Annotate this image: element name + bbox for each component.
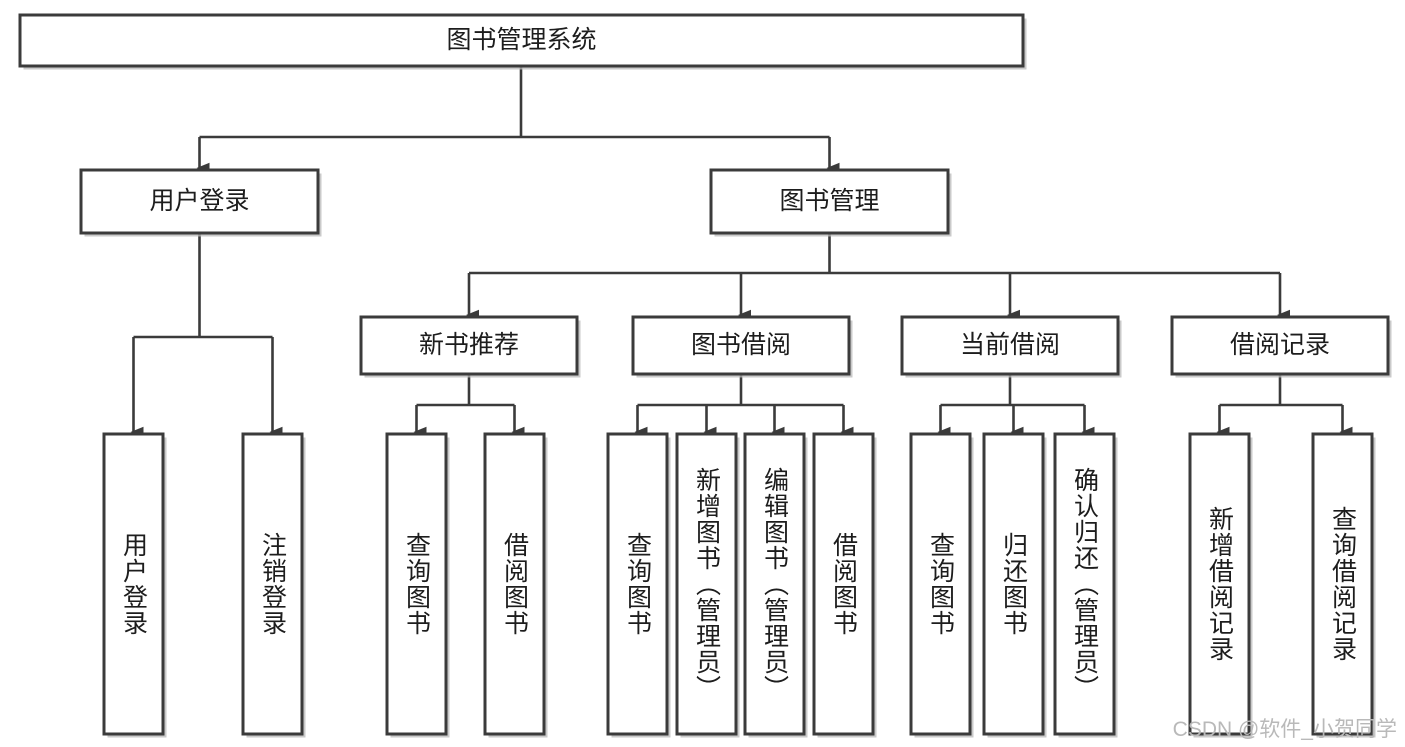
node-box-n-new-book-rec[interactable] (359, 315, 579, 376)
node-box-root[interactable] (18, 13, 1025, 68)
node-box-layer (18, 13, 1392, 738)
node-box-leaf-user-login[interactable] (102, 432, 165, 736)
node-label-n-borrow-record: 借阅记录 (1230, 331, 1330, 359)
node-box-n-user-login[interactable] (79, 168, 320, 235)
node-label-n-current-borrow: 当前借阅 (960, 331, 1060, 359)
connector-layer (130, 66, 1353, 438)
node-box-leaf-query-book-bb[interactable] (606, 432, 669, 736)
node-box-leaf-logout-login[interactable] (241, 432, 304, 736)
node-label-n-user-login: 用户登录 (149, 187, 249, 215)
node-box-leaf-borrow-book-bb[interactable] (812, 432, 875, 736)
node-box-n-current-borrow[interactable] (900, 315, 1120, 376)
node-label-n-book-manage: 图书管理 (779, 187, 879, 215)
node-box-leaf-return-book-cb[interactable] (982, 432, 1045, 736)
node-label-root: 图书管理系统 (446, 26, 596, 54)
node-box-n-book-manage[interactable] (709, 168, 950, 235)
node-box-leaf-query-borrow-rec[interactable] (1311, 432, 1374, 736)
node-box-leaf-query-book-cb[interactable] (909, 432, 972, 736)
node-box-n-book-borrow[interactable] (631, 315, 851, 376)
node-box-leaf-add-borrow-rec[interactable] (1188, 432, 1251, 736)
node-box-leaf-add-book-bb[interactable] (675, 432, 738, 736)
node-box-leaf-query-book-rec[interactable] (385, 432, 448, 736)
node-box-leaf-edit-book-bb[interactable] (743, 432, 806, 736)
node-box-leaf-confirm-return-cb[interactable] (1053, 432, 1116, 736)
node-box-n-borrow-record[interactable] (1170, 315, 1390, 376)
node-label-n-new-book-rec: 新书推荐 (419, 331, 519, 359)
node-box-leaf-borrow-book-rec[interactable] (483, 432, 546, 736)
node-label-n-book-borrow: 图书借阅 (691, 331, 791, 359)
